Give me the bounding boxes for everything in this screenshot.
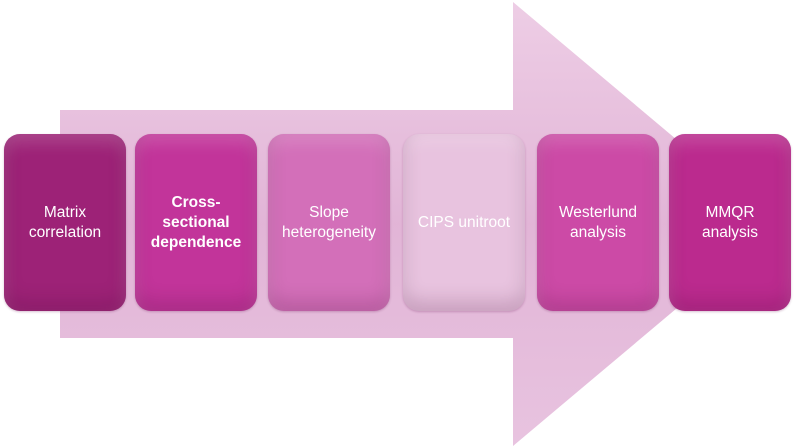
step-mmqr-analysis: MMQR analysis bbox=[669, 134, 791, 311]
step-slope-heterogeneity: Slope heterogeneity bbox=[268, 134, 390, 311]
step-cross-sectional-dependence: Cross- sectional dependence bbox=[135, 134, 257, 311]
step-label: Cross- sectional dependence bbox=[150, 193, 242, 251]
step-label: Slope heterogeneity bbox=[282, 203, 376, 241]
step-matrix-correlation: Matrix correlation bbox=[4, 134, 126, 311]
step-label: Matrix correlation bbox=[28, 203, 102, 241]
step-label: CIPS unitroot bbox=[417, 213, 511, 231]
step-label: MMQR analysis bbox=[702, 203, 758, 241]
step-westerlund-analysis: Westerlund analysis bbox=[537, 134, 659, 311]
step-label: Westerlund analysis bbox=[558, 203, 638, 241]
step-cips-unitroot: CIPS unitroot bbox=[403, 134, 525, 311]
